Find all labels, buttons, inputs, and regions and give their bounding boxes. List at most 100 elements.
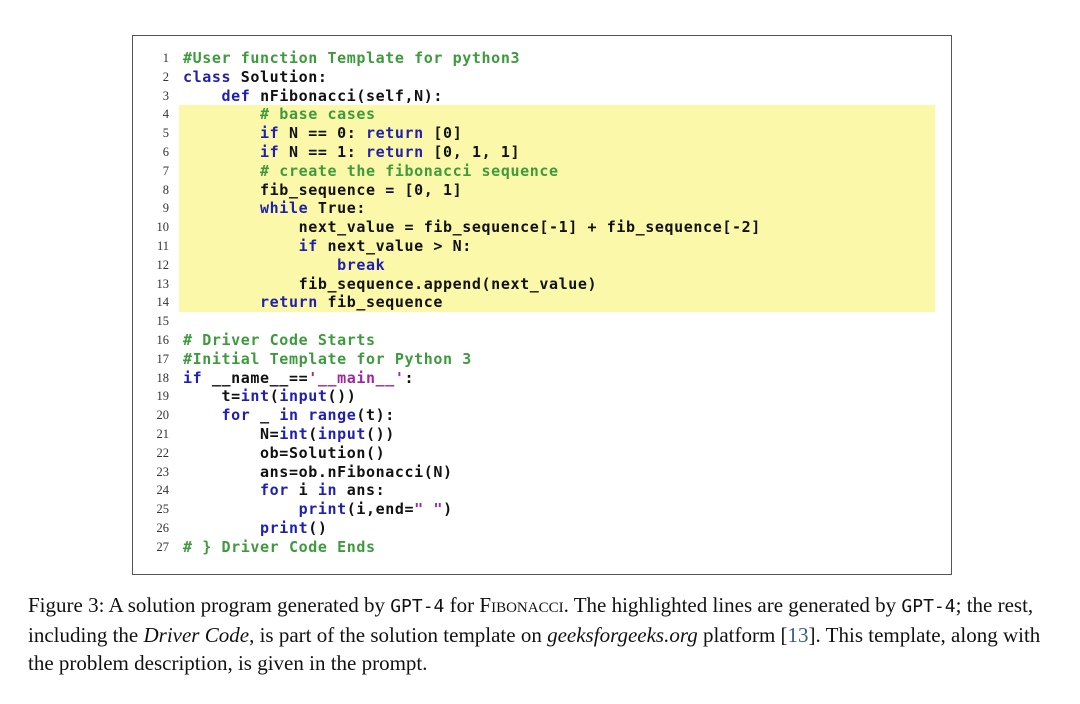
code-token xyxy=(299,406,309,424)
caption-problem-name: Fibonacci xyxy=(479,593,564,617)
code-line: 26 print() xyxy=(133,519,951,538)
code-token: " " xyxy=(414,500,444,519)
line-number: 13 xyxy=(156,276,170,291)
caption-model-name: GPT-4 xyxy=(901,596,956,617)
code-token: (i,end= xyxy=(346,500,415,519)
line-number: 2 xyxy=(162,69,169,84)
code-token: ()) xyxy=(327,387,357,406)
code-token: fib_sequence xyxy=(317,293,444,312)
code-line: 4 # base cases xyxy=(133,105,951,125)
code-token xyxy=(183,406,222,424)
code-text: # create the fibonacci sequence xyxy=(183,162,559,181)
code-token: # Driver Code Starts xyxy=(183,330,376,349)
caption-text: , is part of the solution template on xyxy=(249,623,548,647)
line-number: 14 xyxy=(156,295,170,310)
code-line: 1#User function Template for python3 xyxy=(133,49,951,68)
code-line: 9 while True: xyxy=(133,199,951,219)
code-line: 25 print(i,end=" ") xyxy=(133,500,951,519)
code-token: ) xyxy=(443,500,453,519)
highlight-band xyxy=(179,236,935,256)
code-line: 7 # create the fibonacci sequence xyxy=(133,161,951,181)
caption-text: . The highlighted lines are generated by xyxy=(563,593,902,617)
code-line: 3 def nFibonacci(self,N): xyxy=(133,87,951,106)
code-token: return xyxy=(260,293,318,312)
highlight-band xyxy=(179,142,935,162)
code-token xyxy=(183,481,260,499)
code-token: [0, 1, 1] xyxy=(423,142,521,161)
code-token xyxy=(183,293,260,311)
caption-model-name: GPT-4 xyxy=(390,596,445,617)
highlight-band xyxy=(179,274,935,294)
code-token xyxy=(183,105,260,123)
code-token: next_value > N: xyxy=(317,236,472,255)
code-token xyxy=(183,256,337,274)
code-token: N == 1: xyxy=(279,142,366,161)
line-number: 7 xyxy=(162,163,169,178)
code-token: # base cases xyxy=(260,105,376,124)
code-token: ans=ob.nFibonacci(N) xyxy=(183,462,453,481)
code-token: break xyxy=(337,255,386,274)
code-text: break xyxy=(183,256,385,275)
code-token: : xyxy=(404,368,415,387)
line-number: 25 xyxy=(156,502,170,517)
code-token: True: xyxy=(308,199,366,218)
code-text: fib_sequence = [0, 1] xyxy=(183,181,462,200)
line-number: 3 xyxy=(162,88,169,103)
code-token: '__main__' xyxy=(308,368,405,387)
caption-label: Figure 3: A solution program generated b… xyxy=(28,593,391,617)
code-text: print(i,end=" ") xyxy=(183,500,453,519)
code-token: input xyxy=(279,387,328,406)
highlight-band xyxy=(179,255,935,275)
code-token xyxy=(183,199,260,217)
code-token xyxy=(183,143,260,161)
highlight-band xyxy=(179,199,935,219)
code-token: [0] xyxy=(423,124,463,143)
code-text: for _ in range(t): xyxy=(183,406,395,425)
citation-link[interactable]: 13 xyxy=(787,623,809,647)
code-token: i xyxy=(288,481,318,500)
line-number: 9 xyxy=(162,201,169,216)
caption-site: geeksforgeeks.org xyxy=(547,623,698,647)
code-token xyxy=(183,87,222,105)
code-token: #User function Template for python3 xyxy=(183,49,521,67)
code-line: 27# } Driver Code Ends xyxy=(133,538,951,557)
code-token: input xyxy=(317,424,367,443)
code-token xyxy=(183,124,260,142)
code-token: __name__== xyxy=(202,368,309,387)
code-token: N= xyxy=(183,424,280,443)
code-line: 23 ans=ob.nFibonacci(N) xyxy=(133,463,951,482)
code-line: 15 xyxy=(133,312,951,331)
code-text: def nFibonacci(self,N): xyxy=(183,87,443,106)
code-line: 22 ob=Solution() xyxy=(133,444,951,463)
caption-driver-code: Driver Code xyxy=(143,623,250,647)
code-text: fib_sequence.append(next_value) xyxy=(183,275,597,294)
code-token: range xyxy=(308,406,357,425)
code-line: 10 next_value = fib_sequence[-1] + fib_s… xyxy=(133,218,951,237)
code-token: N == 0: xyxy=(279,124,366,143)
code-line: 13 fib_sequence.append(next_value) xyxy=(133,274,951,294)
code-token: t= xyxy=(183,387,241,406)
code-token: print xyxy=(298,500,347,519)
code-token: _ xyxy=(250,406,280,425)
line-number: 24 xyxy=(156,483,170,498)
code-token: for xyxy=(260,481,289,500)
code-line: 8 fib_sequence = [0, 1] xyxy=(133,180,951,200)
code-token: if xyxy=(298,236,318,255)
code-token: nFibonacci(self,N): xyxy=(250,86,444,105)
line-number: 15 xyxy=(156,314,170,329)
code-token: class xyxy=(183,67,232,86)
figure-caption: Figure 3: A solution program generated b… xyxy=(28,591,1058,677)
code-line: 5 if N == 0: return [0] xyxy=(133,124,951,143)
code-token xyxy=(183,237,299,255)
code-text: if N == 1: return [0, 1, 1] xyxy=(183,143,520,162)
code-token: if xyxy=(260,124,280,143)
line-number: 6 xyxy=(162,144,169,159)
code-token: return xyxy=(366,124,424,143)
line-number: 19 xyxy=(156,389,170,404)
line-number: 18 xyxy=(156,370,170,385)
code-token: return xyxy=(366,142,424,161)
code-token: while xyxy=(260,199,309,218)
code-line: 21 N=int(input()) xyxy=(133,425,951,444)
code-token: in xyxy=(317,481,338,500)
